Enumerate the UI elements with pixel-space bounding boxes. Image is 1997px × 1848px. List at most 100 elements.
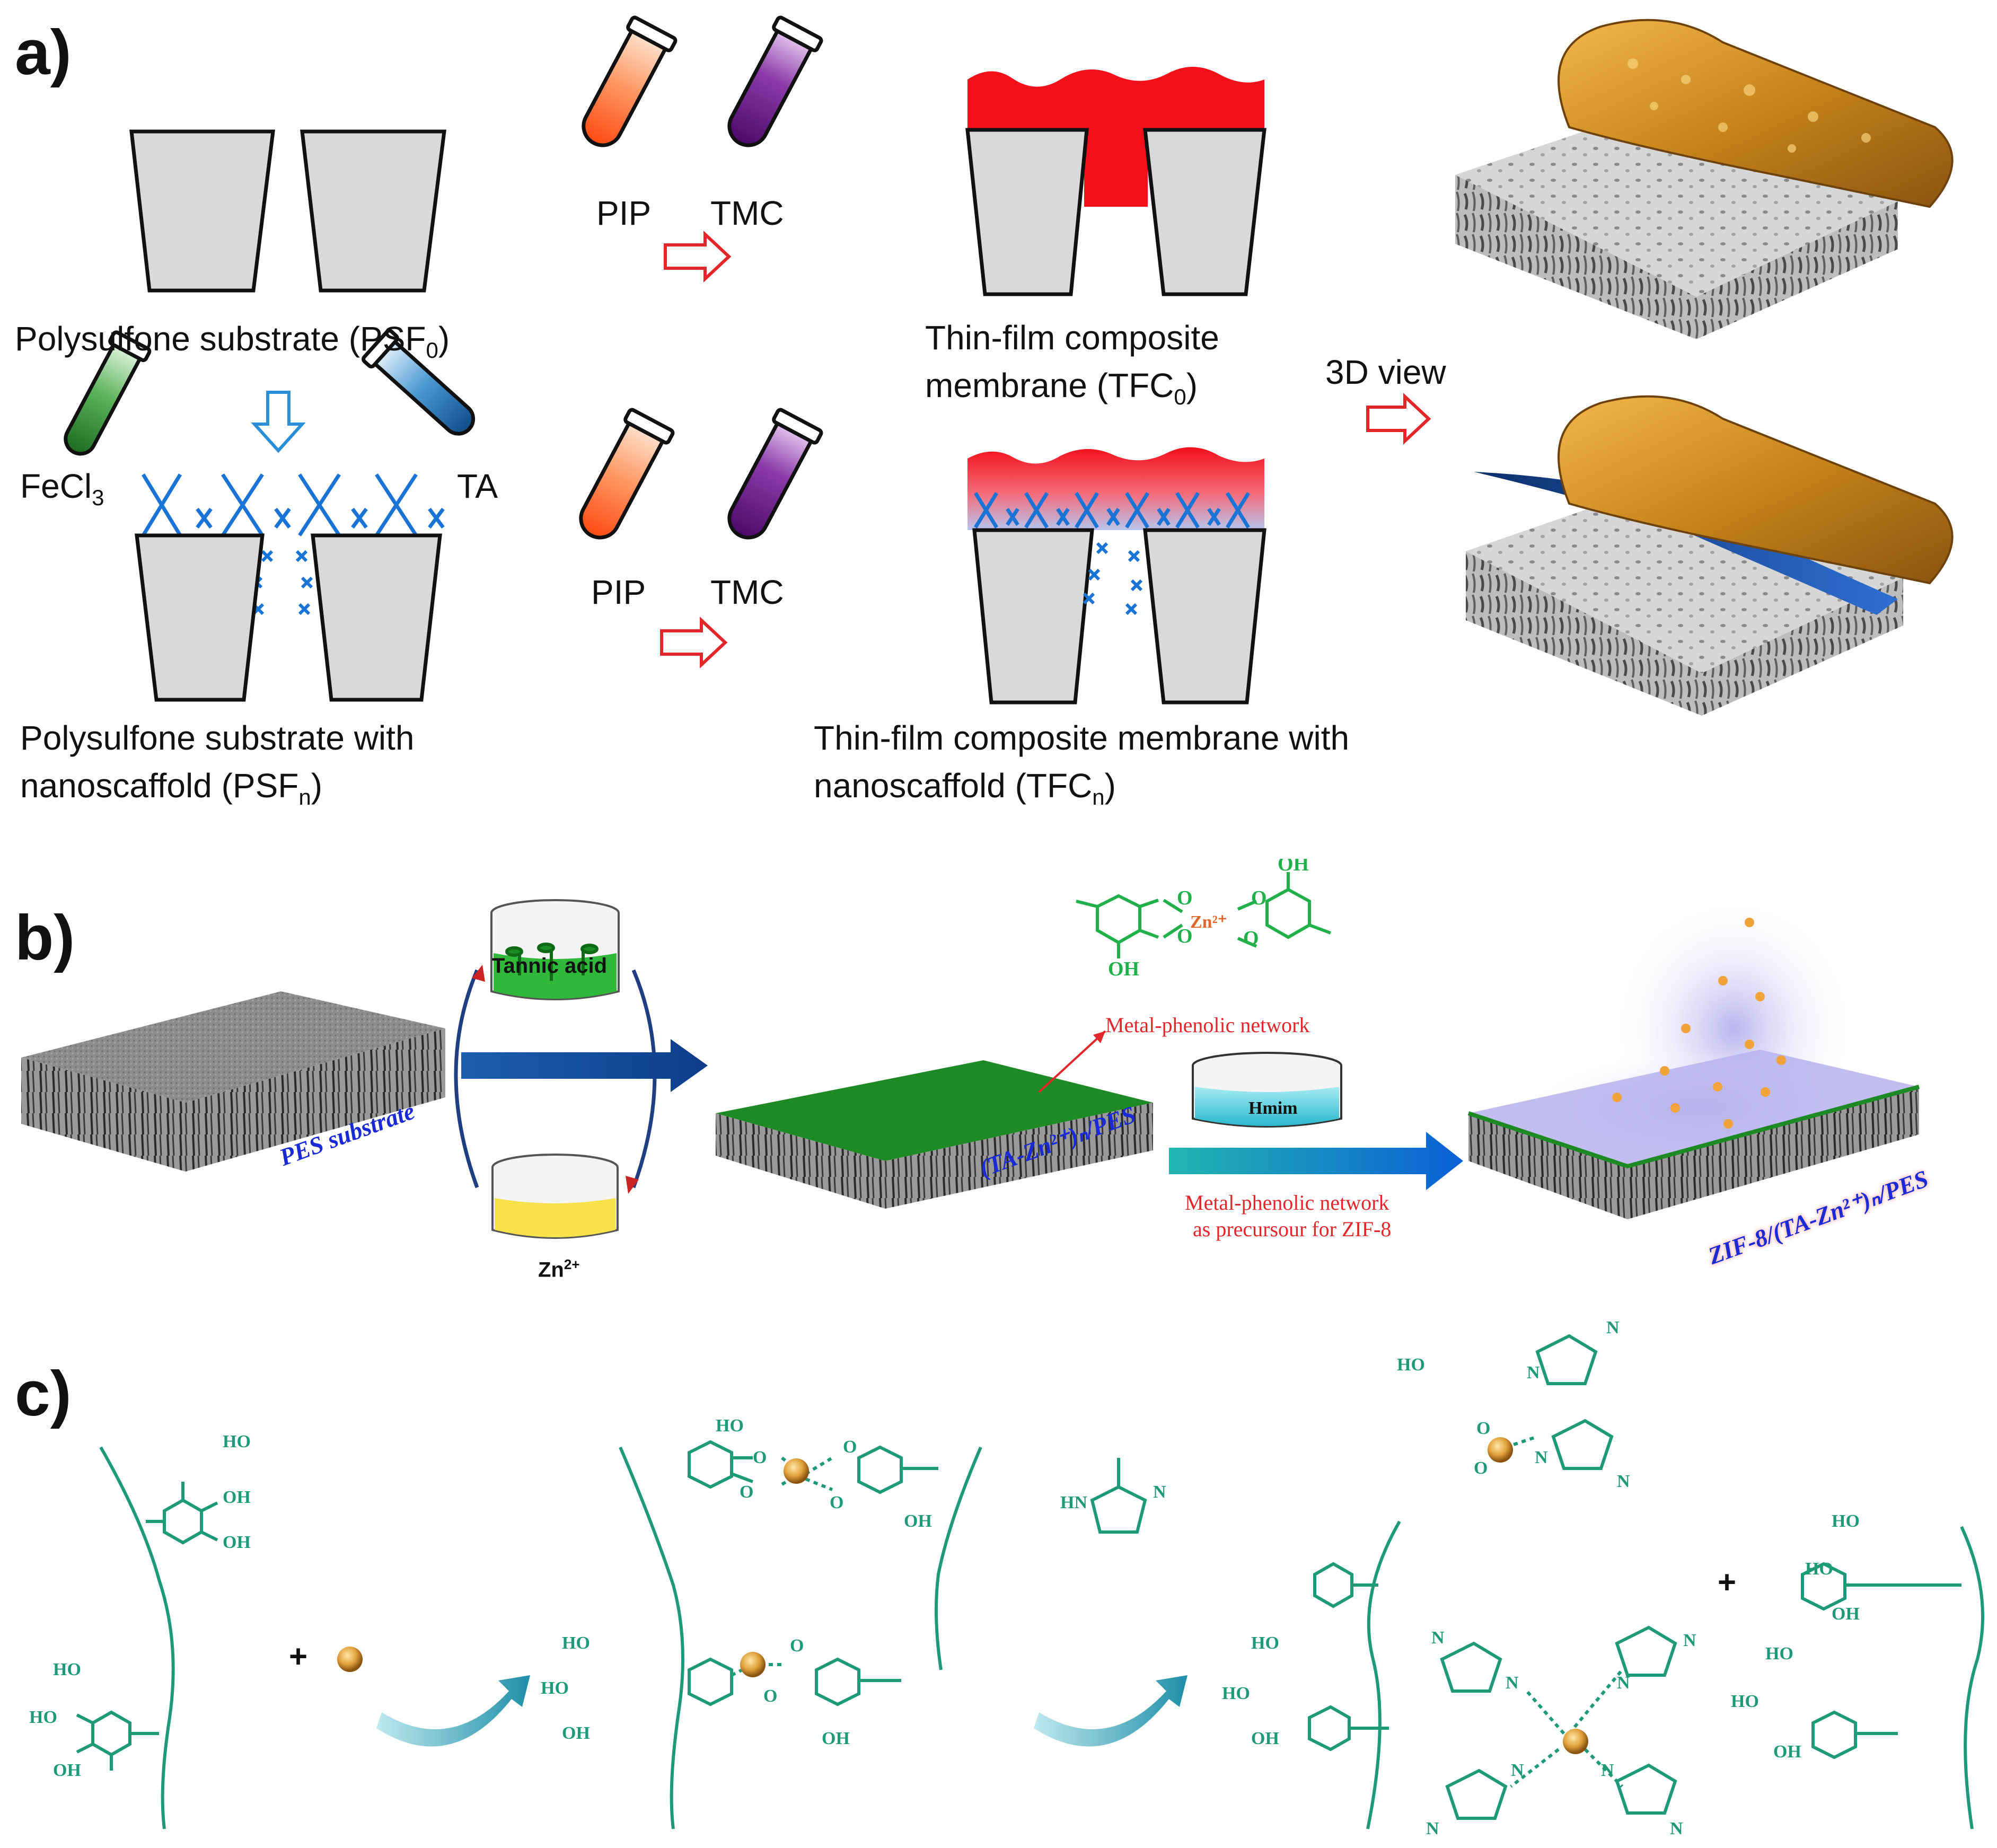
n-p2-g: N bbox=[1617, 1673, 1630, 1693]
panel-c-bonds bbox=[76, 1334, 1984, 1829]
zif8-slab bbox=[1467, 896, 1920, 1219]
tmc-top-label: TMC bbox=[710, 194, 784, 232]
tfcn-label-line1: Thin-film composite membrane with bbox=[814, 719, 1350, 757]
zn-ion-reactant bbox=[337, 1647, 363, 1672]
right-arrow-top-icon bbox=[664, 231, 732, 283]
pip-tube-top-icon bbox=[582, 15, 678, 147]
tfcn-label-line2: nanoscaffold (TFCn) bbox=[814, 767, 1116, 809]
panel-c-graphics: HO OH OH HO HO OH + HO O O O O OH HO HO … bbox=[29, 1318, 1984, 1838]
psfn-pore-wall-left bbox=[135, 533, 265, 702]
pip-tube-bottom-icon bbox=[579, 408, 675, 540]
tfcn-pore-wall-left bbox=[972, 528, 1094, 705]
psf0-label: Polysulfone substrate (PSF0) bbox=[15, 320, 450, 363]
ho-p2-c: HO bbox=[1222, 1684, 1250, 1703]
view3d-arrow-icon bbox=[1366, 393, 1431, 445]
tfcn-pore-wall-right bbox=[1143, 528, 1266, 705]
ho-p1-b: HO bbox=[562, 1633, 590, 1653]
membrane-3d-tfcn bbox=[1466, 395, 1954, 716]
oh-2: OH bbox=[223, 1533, 251, 1552]
tfc0-label-line2: membrane (TFC0) bbox=[925, 366, 1198, 409]
panel-c-letter: c) bbox=[15, 1358, 72, 1429]
down-arrow-icon bbox=[251, 391, 306, 453]
hmim-process-arrow bbox=[1169, 1132, 1463, 1190]
pip-bottom-label: PIP bbox=[591, 573, 646, 611]
oh-p3-b: OH bbox=[1773, 1742, 1801, 1762]
panel-b-graphics: O O Zn²⁺ O O OH OH bbox=[21, 859, 1920, 1239]
mpn-o-1: O bbox=[1177, 887, 1193, 909]
ho-p3-b: HO bbox=[1805, 1559, 1833, 1579]
ho-p3: HO bbox=[1832, 1511, 1860, 1531]
n-p2-j: N bbox=[1601, 1761, 1614, 1780]
o-p1-f: O bbox=[763, 1686, 777, 1706]
oh-p1: OH bbox=[904, 1511, 932, 1531]
ta-label: TA bbox=[457, 467, 498, 505]
o-p2-a: O bbox=[1476, 1419, 1490, 1438]
tmc-bottom-label: TMC bbox=[710, 573, 784, 611]
o-p1-e: O bbox=[790, 1636, 804, 1656]
oh-p2-b: OH bbox=[1251, 1729, 1279, 1748]
hmim-beaker-icon bbox=[1192, 1052, 1342, 1128]
o-p1-c: O bbox=[843, 1437, 857, 1457]
tannic-acid-beaker-icon bbox=[490, 899, 620, 1000]
oh-p3: OH bbox=[1832, 1604, 1860, 1624]
mpn-zn: Zn²⁺ bbox=[1190, 912, 1227, 932]
n-p2-h: N bbox=[1683, 1631, 1696, 1650]
ho-p2: HO bbox=[1397, 1355, 1425, 1375]
tfc0-pore-wall-right bbox=[1143, 128, 1266, 296]
panel-a-graphics bbox=[64, 15, 1954, 716]
precursor-label-line1: Metal-phenolic network bbox=[1185, 1191, 1389, 1215]
o-p1-a: O bbox=[753, 1448, 767, 1467]
zn-ion-product2-bottom bbox=[1563, 1729, 1588, 1754]
panel-a-letter: a) bbox=[15, 17, 72, 88]
psfn-pore-wall-right bbox=[311, 533, 442, 702]
mpn-structure bbox=[1076, 872, 1332, 958]
cycle-arrowhead-bottom bbox=[626, 1176, 639, 1194]
o-p1-d: O bbox=[830, 1493, 843, 1512]
zn-ion-product1-top bbox=[784, 1458, 809, 1484]
o-p1-b: O bbox=[740, 1482, 753, 1502]
pip-top-label: PIP bbox=[596, 194, 652, 232]
n-p2-b: N bbox=[1527, 1363, 1540, 1383]
n-p2-i: N bbox=[1511, 1761, 1524, 1780]
n-label: N bbox=[1153, 1482, 1166, 1502]
plus-2: + bbox=[1718, 1564, 1736, 1600]
fecl3-tube-icon bbox=[64, 330, 152, 456]
zn-ion-product1-bottom bbox=[740, 1652, 766, 1677]
n-p2-e: N bbox=[1431, 1628, 1445, 1648]
n-p2-d: N bbox=[1617, 1472, 1630, 1491]
psf0-pore-wall-right bbox=[300, 129, 446, 293]
mpn-oh-top: OH bbox=[1278, 859, 1309, 875]
tfc0-pore-wall-left bbox=[965, 128, 1089, 296]
big-process-arrow bbox=[461, 1039, 708, 1092]
cycle-arrowhead-top bbox=[472, 965, 485, 982]
tannic-acid-label: Tannic acid bbox=[492, 954, 608, 978]
metal-phenolic-label: Metal-phenolic network bbox=[1105, 1013, 1310, 1037]
ho-1: HO bbox=[223, 1432, 251, 1451]
mpn-o-3: O bbox=[1251, 887, 1267, 909]
membrane-3d-tfc0 bbox=[1455, 19, 1954, 339]
n-p2-c: N bbox=[1535, 1448, 1548, 1467]
tmc-tube-bottom-icon bbox=[727, 408, 823, 540]
ho-p1: HO bbox=[716, 1416, 744, 1436]
psfn-label-line2: nanoscaffold (PSFn) bbox=[20, 767, 323, 809]
psf0-pore-wall-left bbox=[129, 129, 275, 293]
oh-1: OH bbox=[223, 1488, 251, 1507]
mpn-oh-bottom: OH bbox=[1108, 958, 1139, 980]
o-p2-b: O bbox=[1474, 1458, 1488, 1478]
tmc-tube-top-icon bbox=[727, 15, 823, 147]
mpn-o-4: O bbox=[1243, 927, 1259, 949]
right-arrow-bottom-icon bbox=[660, 617, 728, 668]
oh-3: OH bbox=[53, 1761, 81, 1780]
view3d-label: 3D view bbox=[1325, 353, 1446, 391]
tfcn-scaffold-dots bbox=[1083, 542, 1143, 615]
ta-tube-icon bbox=[362, 329, 476, 436]
pes-substrate-slab bbox=[21, 991, 445, 1172]
cycle-arc-left bbox=[454, 969, 479, 1189]
n-p2-a: N bbox=[1606, 1318, 1620, 1337]
oh-p1-b: OH bbox=[562, 1723, 590, 1743]
ta-zn-pes-slab bbox=[716, 1060, 1153, 1209]
ho-p1-c: HO bbox=[541, 1678, 569, 1698]
tfcn-scaffold-crosses bbox=[974, 492, 1250, 529]
hn-label: HN bbox=[1060, 1493, 1087, 1512]
